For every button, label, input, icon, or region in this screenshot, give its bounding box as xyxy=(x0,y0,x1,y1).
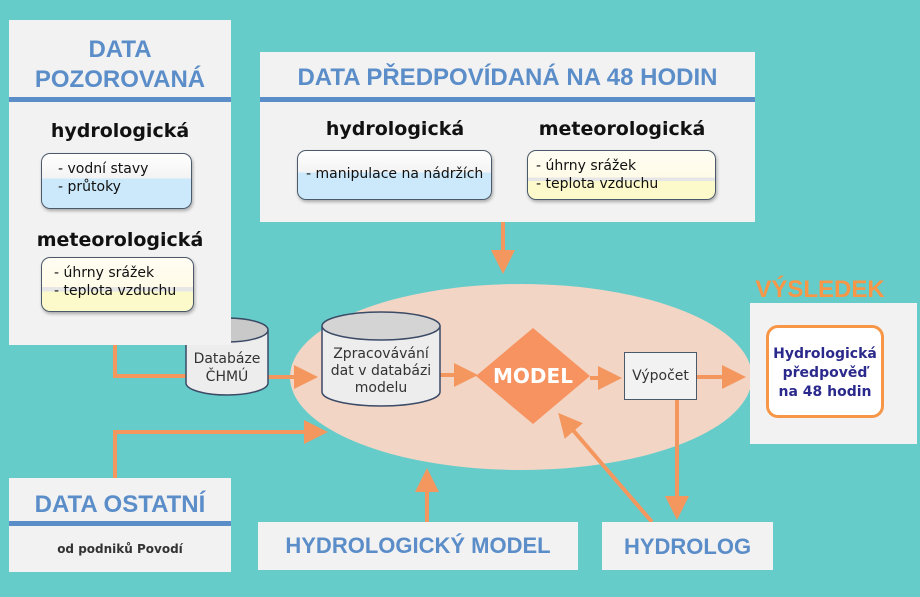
processing-line: Zpracovávání xyxy=(333,346,429,362)
arrow-hydrologist-to-model xyxy=(558,412,654,524)
forecast-data-panel: DATA PŘEDPOVÍDANÁ NA 48 HODIN hydrologic… xyxy=(260,52,755,222)
forecast-hydro-list: - manipulace na nádržích xyxy=(297,150,492,200)
list-item: - teplota vzduchu xyxy=(536,176,659,192)
list-item: - manipulace na nádržích xyxy=(306,166,484,182)
title-divider xyxy=(9,97,231,102)
calculation-box: Výpočet xyxy=(624,352,697,400)
observed-meteo-heading: meteorologická xyxy=(36,229,204,251)
observed-title-line2: POZOROVANÁ xyxy=(34,66,206,93)
title-divider xyxy=(9,521,231,526)
result-label: VÝSLEDEK xyxy=(755,276,885,303)
processing-cylinder xyxy=(321,311,441,407)
database-label: Databáze ČHMÚ xyxy=(186,350,268,386)
list-item: - úhrny srážek xyxy=(536,158,637,174)
title-divider xyxy=(260,97,755,102)
list-item: - vodní stavy xyxy=(58,161,149,177)
database-line: ČHMÚ xyxy=(205,369,249,385)
model-diamond xyxy=(476,328,590,424)
hydrologist-box: HYDROLOG xyxy=(602,522,773,570)
result-line: Hydrologická xyxy=(773,346,877,362)
observed-title-line1: DATA xyxy=(88,36,152,63)
observed-hydro-list: - vodní stavy - průtoky xyxy=(41,153,192,209)
processing-line: dat v databázi xyxy=(330,363,432,379)
result-line: předpověď xyxy=(782,365,868,381)
result-panel: Hydrologická předpověď na 48 hodin xyxy=(750,303,917,444)
arrow-other-to-model xyxy=(113,420,328,478)
forecast-meteo-heading: meteorologická xyxy=(538,118,706,140)
forecast-hydro-heading: hydrologická xyxy=(325,118,465,140)
model-label: MODEL xyxy=(493,364,573,388)
list-item: - průtoky xyxy=(58,179,121,195)
forecast-meteo-list: - úhrny srážek - teplota vzduchu xyxy=(527,150,716,200)
list-item: - teplota vzduchu xyxy=(54,283,177,299)
other-title: DATA OSTATNÍ xyxy=(34,491,206,518)
other-data-panel: DATA OSTATNÍ od podniků Povodí xyxy=(9,478,231,572)
forecast-title: DATA PŘEDPOVÍDANÁ NA 48 HODIN xyxy=(297,64,718,91)
result-line: na 48 hodin xyxy=(778,384,872,400)
other-subtitle: od podniků Povodí xyxy=(57,542,183,556)
observed-meteo-list: - úhrny srážek - teplota vzduchu xyxy=(41,257,194,312)
list-item: - úhrny srážek xyxy=(54,265,155,281)
database-line: Databáze xyxy=(193,351,261,367)
result-box: Hydrologická předpověď na 48 hodin xyxy=(766,325,884,418)
hydrological-model-box: HYDROLOGICKÝ MODEL xyxy=(258,522,578,570)
processing-line: modelu xyxy=(354,380,408,396)
observed-hydro-heading: hydrologická xyxy=(50,120,190,142)
line-observed-to-db xyxy=(113,345,186,378)
observed-data-panel: DATA POZOROVANÁ hydrologická - vodní sta… xyxy=(9,20,231,345)
processing-label: Zpracovávání dat v databázi modelu xyxy=(322,346,440,397)
